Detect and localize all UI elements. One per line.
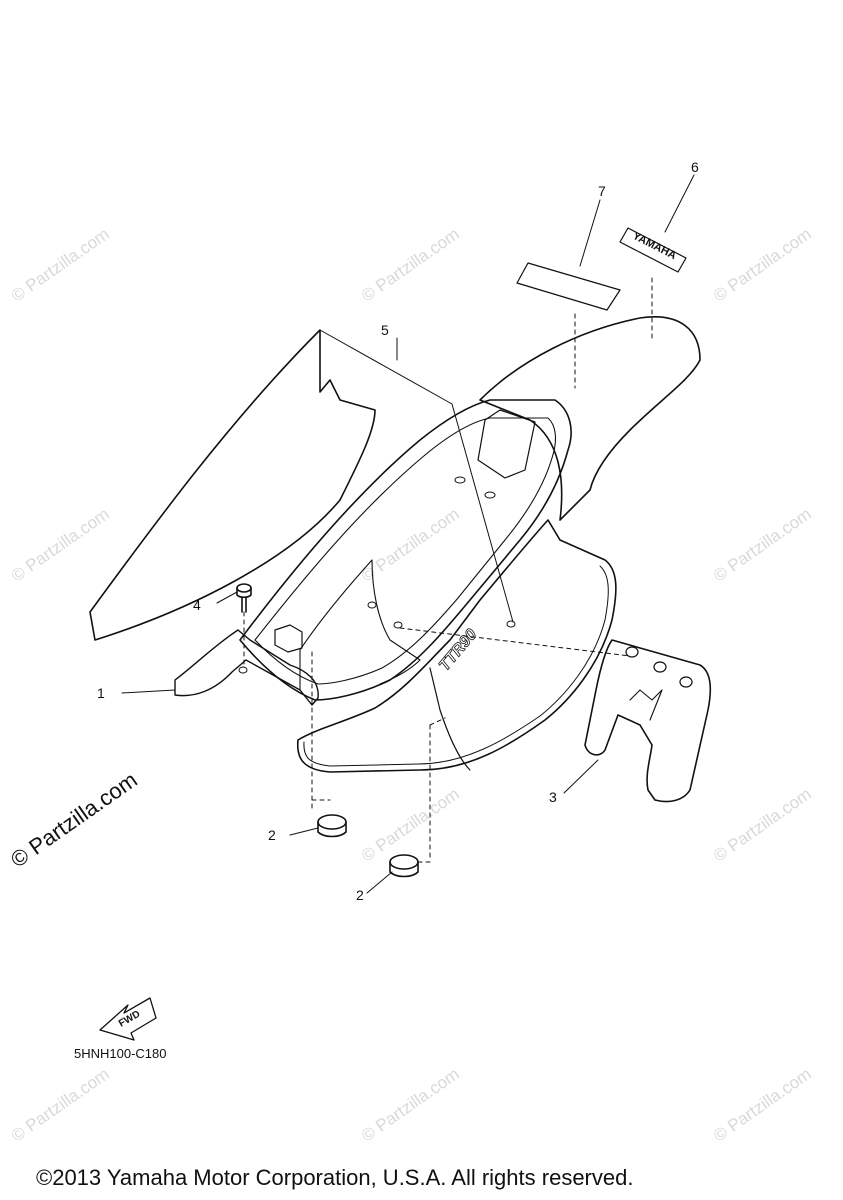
seat-outline (89, 329, 376, 641)
side-cover-outline (296, 519, 617, 773)
bolt (236, 583, 252, 613)
callout-3: 3 (549, 789, 557, 805)
callout-7: 7 (598, 183, 606, 199)
bracket-plate (584, 639, 712, 803)
callout-4: 4 (193, 597, 201, 613)
frame-rail (239, 399, 572, 701)
side-cover-panel (429, 667, 471, 771)
grommet (389, 854, 419, 878)
diagram-code: 5HNH100-C180 (74, 1046, 167, 1061)
copyright: ©2013 Yamaha Motor Corporation, U.S.A. A… (36, 1165, 634, 1190)
rear-seat-outline (479, 316, 701, 521)
emblem (619, 227, 687, 273)
callout-5: 5 (381, 322, 389, 338)
callout-2: 2 (356, 887, 364, 903)
callout-1: 1 (97, 685, 105, 701)
grommet (317, 814, 347, 838)
fwd-arrow-icon (99, 997, 157, 1041)
front-bracket (174, 629, 319, 706)
decal (516, 262, 621, 311)
callout-2: 2 (268, 827, 276, 843)
emblem-text: YAMAHA (631, 230, 679, 262)
tail-box (477, 409, 536, 479)
callout-6: 6 (691, 159, 699, 175)
